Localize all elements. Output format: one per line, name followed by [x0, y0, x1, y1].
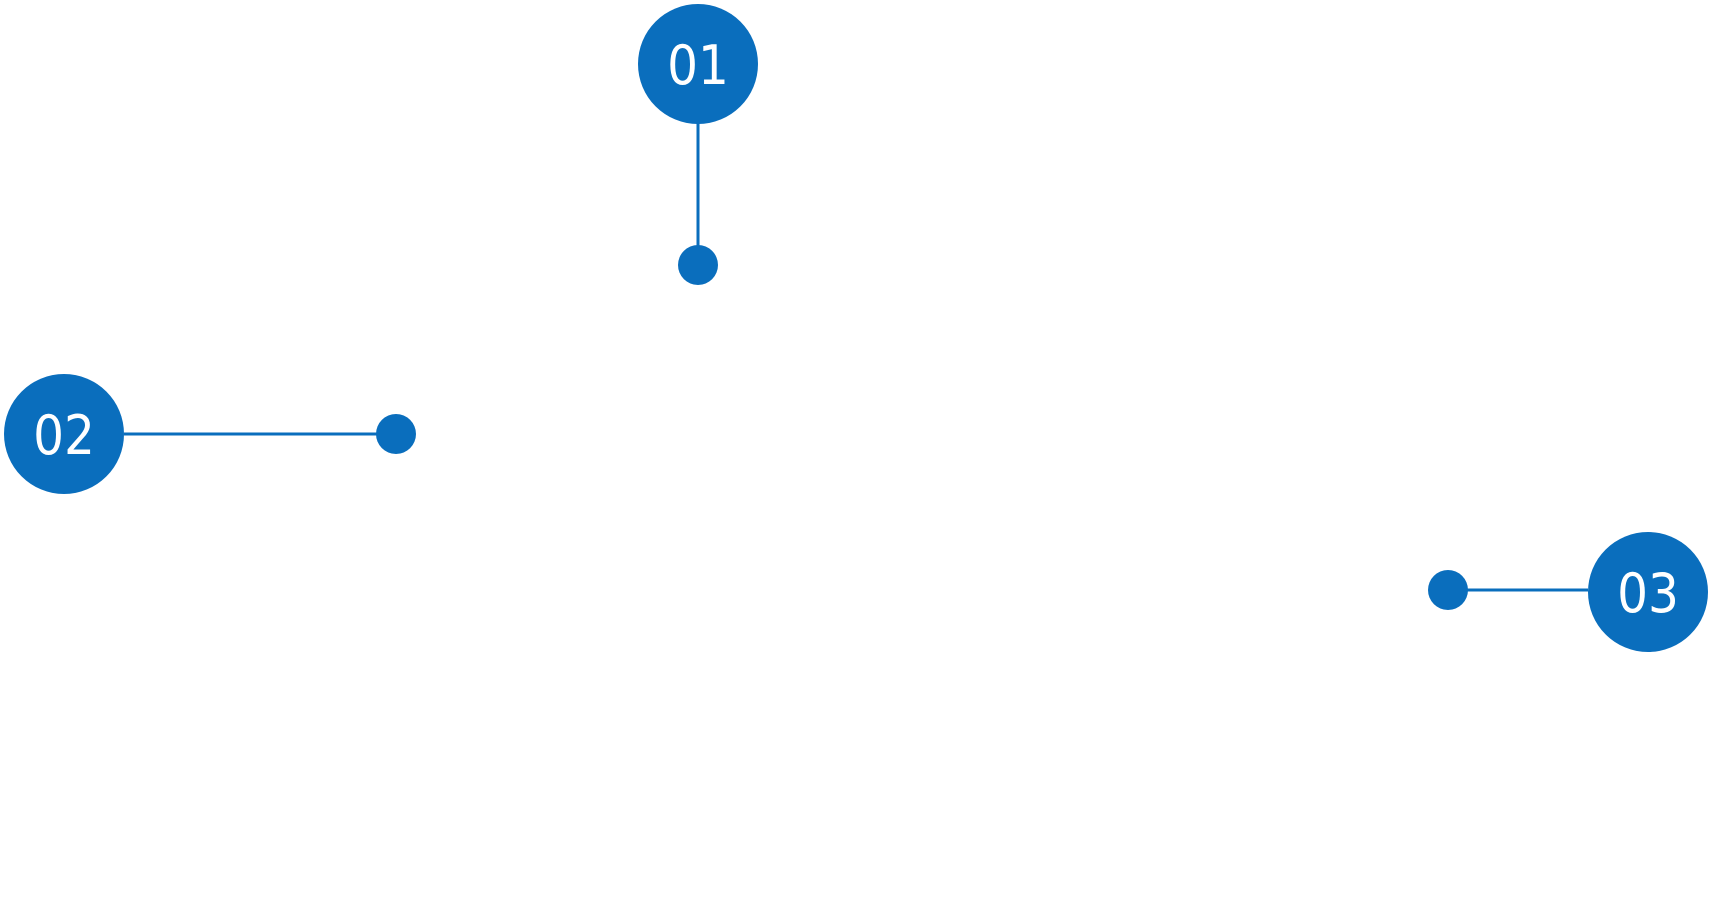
badge-circle-02 [4, 374, 124, 494]
callout-02: 02 [4, 374, 416, 494]
callout-03: 03 [1428, 532, 1708, 652]
badge-label-03: 03 [1617, 562, 1679, 625]
badge-circle-03 [1588, 532, 1708, 652]
anchor-dot-02 [376, 414, 416, 454]
callout-01: 01 [638, 4, 758, 285]
anchor-dot-03 [1428, 570, 1468, 610]
badge-label-02: 02 [33, 404, 95, 467]
badge-label-01: 01 [667, 34, 729, 97]
badge-circle-01 [638, 4, 758, 124]
anchor-dot-01 [678, 245, 718, 285]
